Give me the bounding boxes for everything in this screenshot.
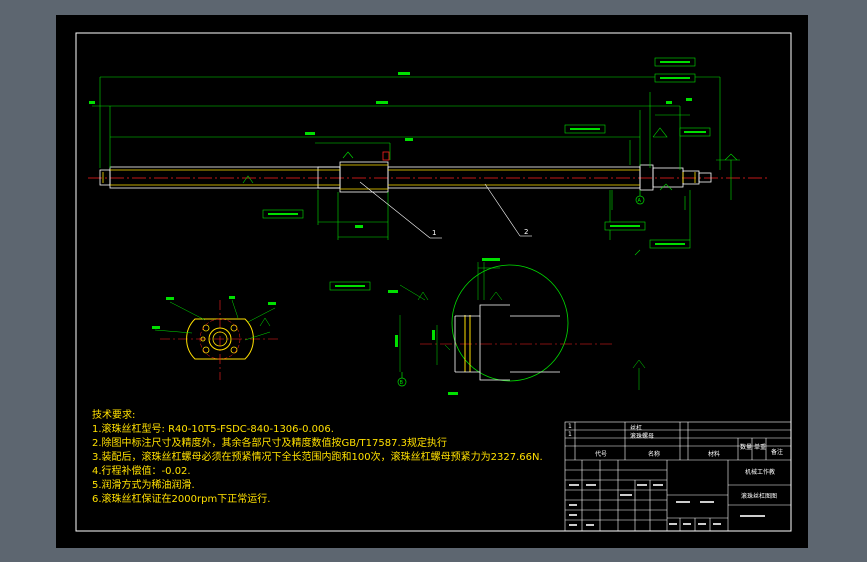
- datum-symbols: [397, 190, 645, 387]
- thread-lines: [102, 164, 696, 190]
- tolerance-frames: [262, 57, 711, 291]
- drawing-frame: [56, 15, 808, 548]
- detail-view: [388, 258, 646, 395]
- dimension-marks: [89, 72, 692, 228]
- tb-col-weight: 单重: [754, 444, 767, 451]
- tolerance-marks: [268, 61, 706, 287]
- note-item-1: 1.滚珠丝杠型号: R40-10T5-FSDC-840-1306-0.006.: [92, 424, 334, 435]
- note-item-4: 4.行程补偿值：-0.02.: [92, 466, 191, 477]
- tb-row2-num: 1: [568, 431, 572, 438]
- ball-screw-shaft: [99, 161, 712, 193]
- tb-row1-num: 1: [568, 423, 572, 430]
- tb-col-code: 代号: [595, 451, 608, 458]
- callout-1: 1: [432, 229, 436, 237]
- title-block: [564, 421, 792, 532]
- note-item-2: 2.除图中标注尺寸及精度外，其余各部尺寸及精度数值按GB/T17587.3规定执…: [92, 438, 447, 449]
- tb-school: 机械工作教: [745, 469, 776, 476]
- nut-flange-mark: [382, 151, 390, 161]
- note-item-6: 6.滚珠丝杠保证在2000rpm下正常运行.: [92, 494, 271, 505]
- inner-border: [75, 32, 792, 532]
- tb-drawing-name: 滚珠丝杠图图: [741, 493, 778, 500]
- title-block-small-marks: [569, 484, 765, 526]
- callout-2: 2: [524, 228, 528, 236]
- tb-row1-name: 丝杠: [630, 425, 643, 432]
- flange-end-view: [152, 296, 280, 380]
- note-item-5: 5.润滑方式为稀油润滑.: [92, 480, 195, 491]
- datum-b-label: B: [400, 380, 404, 386]
- note-item-3: 3.装配后，滚珠丝杠螺母必须在预紧情况下全长范围内跑和100次，滚珠丝杠螺母预紧…: [92, 452, 543, 463]
- tb-col-material: 材料: [708, 451, 721, 458]
- tb-col-remark: 备注: [771, 449, 784, 456]
- tb-row2-name: 滚珠螺母: [630, 433, 655, 440]
- tb-col-qty: 数量: [740, 444, 753, 451]
- leader-lines: [359, 181, 532, 239]
- notes-title: 技术要求:: [92, 410, 136, 421]
- datum-a-label: A: [638, 198, 642, 204]
- tb-col-name: 名称: [648, 451, 661, 458]
- dimension-lines: [92, 76, 740, 256]
